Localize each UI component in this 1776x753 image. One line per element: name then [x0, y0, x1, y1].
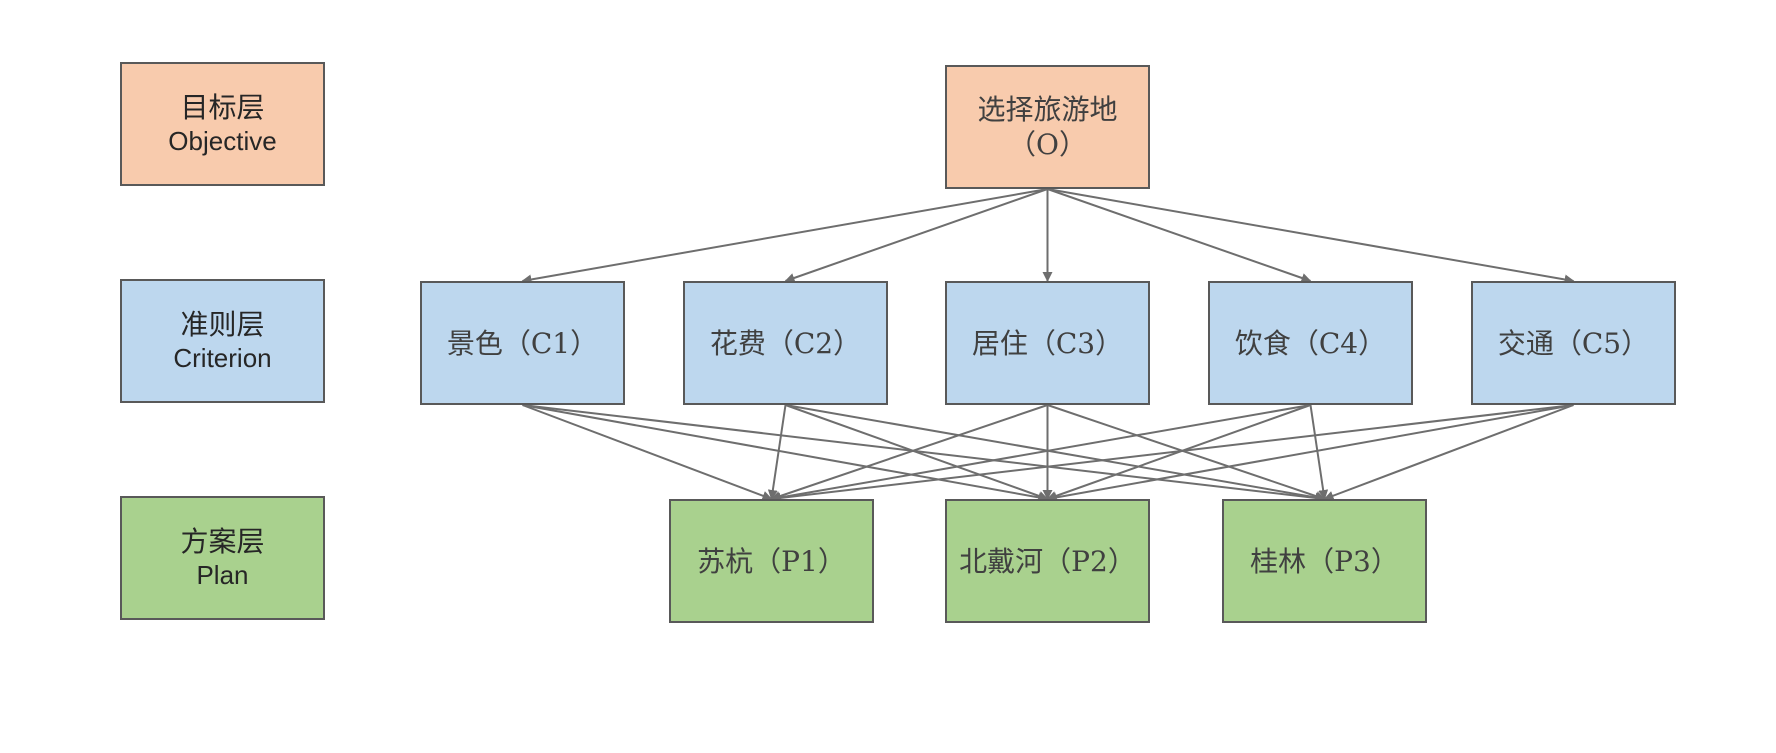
criterion-node-c2-label: 花费（C2） — [709, 326, 862, 360]
edge-c4-to-p3 — [1309, 404, 1329, 500]
criterion-node-c4-label: 饮食（C4） — [1234, 326, 1387, 360]
edge-c1-to-p2 — [522, 404, 1049, 503]
criterion-node-c1-label: 景色（C1） — [446, 326, 599, 360]
criterion-node-c5: 交通（C5） — [1471, 281, 1676, 405]
edge-c1-to-p3 — [522, 404, 1326, 503]
edge-c2-to-p3 — [785, 404, 1326, 503]
edge-c5-to-p2 — [1046, 404, 1574, 503]
plan-node-p1-label: 苏杭（P1） — [697, 544, 846, 578]
edge-c2-to-p2 — [785, 404, 1049, 501]
criterion-node-c4: 饮食（C4） — [1208, 281, 1413, 405]
edge-c3-to-p1 — [770, 404, 1048, 501]
objective-node-code: （O） — [1008, 128, 1087, 161]
plan-node-p1: 苏杭（P1） — [669, 499, 874, 623]
objective-node: 选择旅游地 （O） — [945, 65, 1150, 189]
edges-layer — [521, 188, 1575, 503]
edge-c1-to-p1 — [522, 404, 773, 501]
legend-objective-layer: 目标层 Objective — [120, 62, 325, 186]
edge-c5-to-p1 — [770, 404, 1574, 503]
criterion-node-c1: 景色（C1） — [420, 281, 625, 405]
legend-criterion-layer: 准则层 Criterion — [120, 279, 325, 403]
plan-node-p3-label: 桂林（P3） — [1250, 544, 1399, 578]
criterion-node-c5-label: 交通（C5） — [1497, 326, 1650, 360]
legend-criterion-title: 准则层 — [180, 308, 265, 342]
edge-c5-to-p3 — [1323, 404, 1574, 501]
criterion-node-c3: 居住（C3） — [945, 281, 1150, 405]
legend-objective-subtitle: Objective — [168, 126, 277, 157]
edge-c4-to-p1 — [770, 404, 1311, 503]
plan-node-p3: 桂林（P3） — [1222, 499, 1427, 623]
edge-objective-to-c5 — [1047, 188, 1575, 285]
edge-objective-to-c1 — [521, 188, 1048, 285]
edge-objective-to-c2 — [784, 188, 1048, 283]
plan-node-p2-label: 北戴河（P2） — [959, 544, 1136, 578]
legend-plan-subtitle: Plan — [196, 560, 249, 591]
edge-objective-to-c4 — [1047, 188, 1312, 283]
objective-node-label: 选择旅游地 — [977, 93, 1118, 126]
plan-node-p2: 北戴河（P2） — [945, 499, 1150, 623]
edge-c2-to-p1 — [767, 404, 787, 500]
criterion-node-c2: 花费（C2） — [683, 281, 888, 405]
criterion-node-c3-label: 居住（C3） — [971, 326, 1124, 360]
legend-criterion-subtitle: Criterion — [173, 343, 272, 374]
legend-objective-title: 目标层 — [180, 91, 265, 125]
legend-plan-layer: 方案层 Plan — [120, 496, 325, 620]
legend-plan-title: 方案层 — [180, 525, 265, 559]
edge-c3-to-p3 — [1047, 404, 1326, 501]
